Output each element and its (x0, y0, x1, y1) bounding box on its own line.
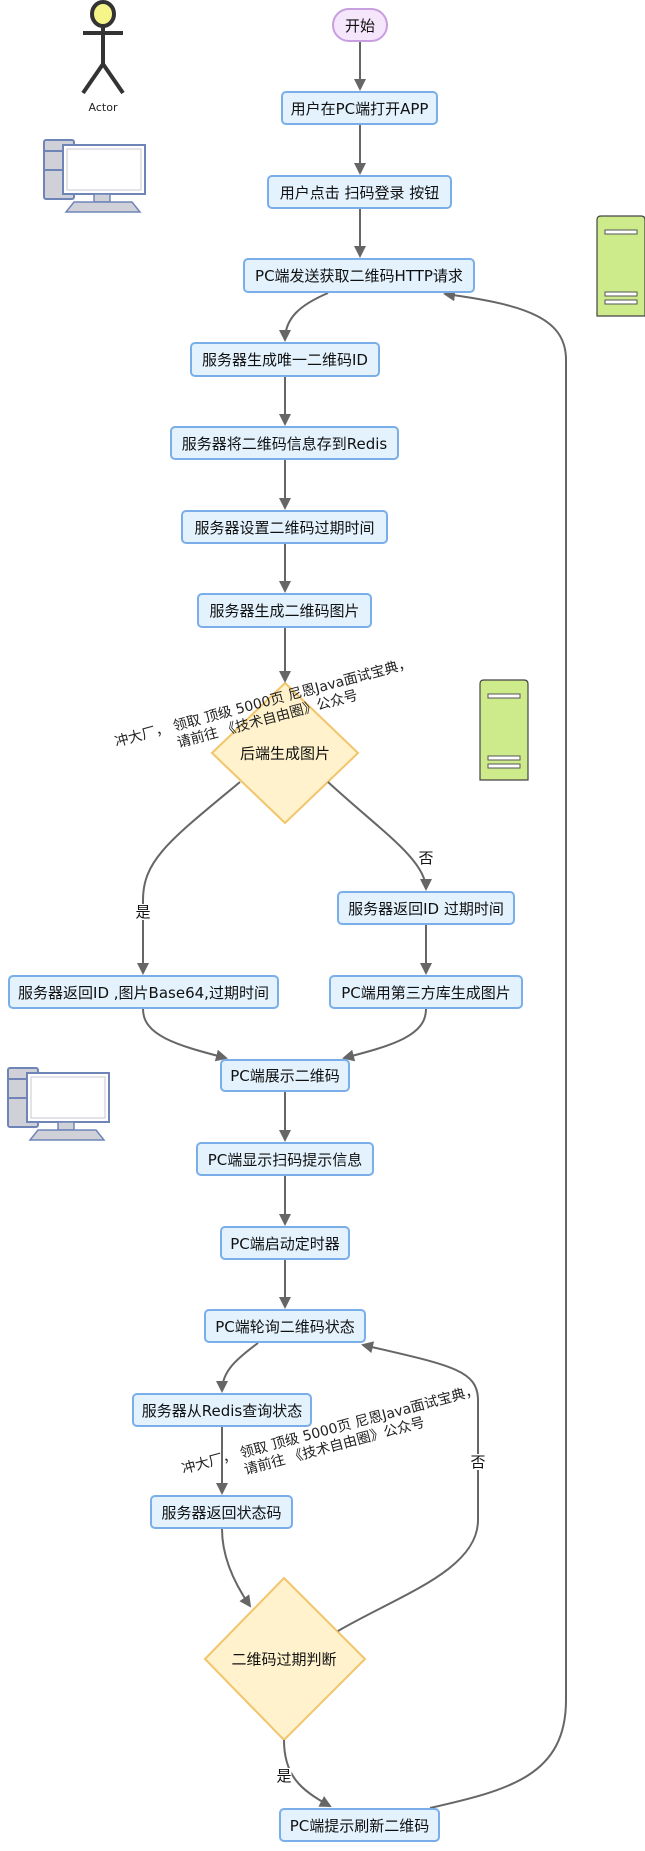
server-icon (479, 679, 529, 781)
edge-base64-show (142, 1008, 228, 1062)
edge-label-no-2: 否 (470, 1453, 486, 1471)
edge-label-yes: 是 (135, 903, 151, 921)
start-node: 开始 (332, 8, 388, 42)
node-return-id: 服务器返回ID 过期时间 (337, 891, 515, 925)
edge-code-decision (221, 1528, 252, 1608)
edge-label-yes-2: 是 (276, 1767, 292, 1785)
edge-decision-yes-refresh (283, 1739, 332, 1807)
decision-backend-image: 后端生成图片 (239, 744, 331, 763)
node-show-tip: PC端显示扫码提示信息 (196, 1142, 374, 1176)
edge-refresh-loop (429, 289, 567, 1809)
node-return-base64: 服务器返回ID ,图片Base64,过期时间 (8, 975, 279, 1009)
server-icon (596, 215, 645, 317)
edge-send-genid (279, 292, 329, 342)
actor-label: Actor (88, 101, 118, 114)
edge-decision-no-loop (337, 1341, 479, 1632)
actor-icon (81, 0, 125, 95)
node-refresh-qr: PC端提示刷新二维码 (279, 1808, 440, 1842)
computer-icon (43, 139, 146, 213)
edge-poll-query (216, 1342, 259, 1393)
decision-backend-image-shape (210, 681, 360, 825)
node-click-login: 用户点击 扫码登录 按钮 (267, 175, 452, 209)
decision-expire-check: 二维码过期判断 (231, 1650, 337, 1669)
node-set-expire: 服务器设置二维码过期时间 (181, 510, 388, 544)
node-return-code: 服务器返回状态码 (150, 1495, 293, 1529)
node-poll-status: PC端轮询二维码状态 (204, 1309, 366, 1343)
node-gen-id: 服务器生成唯一二维码ID (190, 342, 380, 377)
node-third-party: PC端用第三方库生成图片 (329, 975, 523, 1009)
node-open-app: 用户在PC端打开APP (281, 91, 438, 125)
edge-thirdparty-show (342, 1008, 427, 1062)
node-save-redis: 服务器将二维码信息存到Redis (170, 426, 399, 460)
edge-decision-yes (137, 781, 241, 975)
node-query-redis: 服务器从Redis查询状态 (132, 1393, 312, 1427)
node-start-timer: PC端启动定时器 (220, 1226, 350, 1260)
edge-decision-no (327, 781, 432, 891)
node-show-qr: PC端展示二维码 (220, 1059, 350, 1092)
edge-label-no: 否 (418, 849, 434, 867)
computer-icon (7, 1067, 110, 1141)
node-gen-image: 服务器生成二维码图片 (197, 593, 372, 628)
node-send-request: PC端发送获取二维码HTTP请求 (243, 258, 475, 293)
